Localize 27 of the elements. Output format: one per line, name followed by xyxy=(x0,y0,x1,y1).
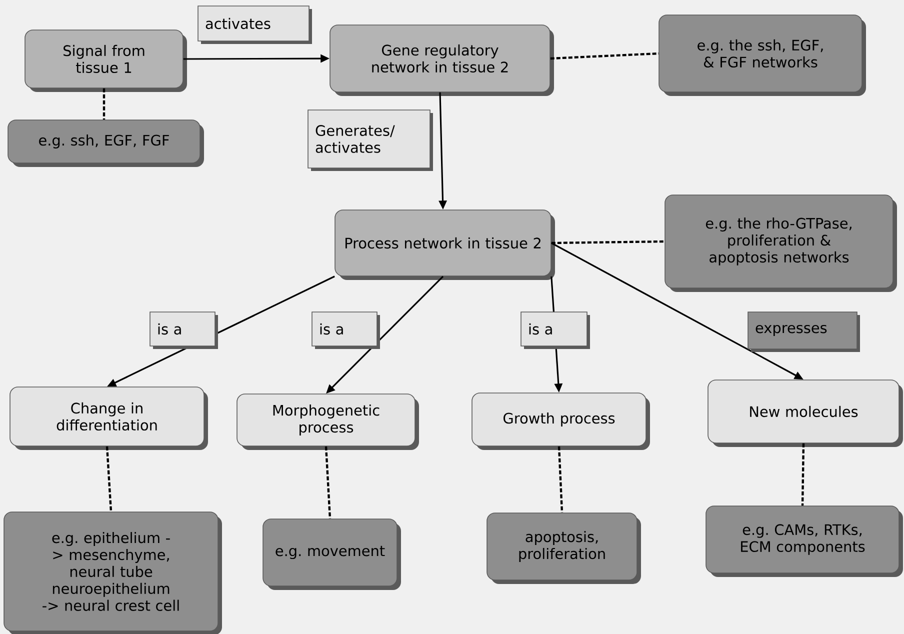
connector-line xyxy=(324,446,332,519)
concept-box: Signal from tissue 1 xyxy=(24,30,187,92)
concept-box: Change in differentiation xyxy=(10,386,208,450)
edge-label: expresses xyxy=(748,312,860,352)
connector-line xyxy=(102,88,106,120)
connector-line xyxy=(801,443,805,506)
edge-label: is a xyxy=(520,312,590,349)
edge-label: is a xyxy=(150,312,218,349)
edge-label: activates xyxy=(198,6,312,44)
connector-line xyxy=(106,446,112,512)
example-box: apoptosis, proliferation xyxy=(486,512,641,584)
concept-box: Growth process xyxy=(472,392,650,450)
edge-label: Generates/ activates xyxy=(308,110,433,171)
connector-line xyxy=(551,240,665,244)
edge-label: is a xyxy=(312,312,380,349)
connector-line xyxy=(550,52,659,60)
concept-box: Morphogenetic process xyxy=(236,394,419,450)
example-box: e.g. CAMs, RTKs, ECM components xyxy=(706,506,903,577)
example-box: e.g. movement xyxy=(262,518,401,590)
example-box: e.g. epithelium -> mesenchyme, neural tube neuroepithelium -> neural crest cell xyxy=(4,512,222,634)
concept-box: New molecules xyxy=(708,380,903,447)
example-box: e.g. ssh, EGF, FGF xyxy=(8,120,204,167)
concept-box: Gene regulatory network in tissue 2 xyxy=(330,24,554,96)
example-box: e.g. the rho-GTPase, proliferation & apoptosis networks xyxy=(664,194,897,292)
connector-line xyxy=(558,446,564,513)
example-box: e.g. the ssh, EGF, & FGF networks xyxy=(658,14,866,96)
concept-box: Process network in tissue 2 xyxy=(334,210,555,280)
